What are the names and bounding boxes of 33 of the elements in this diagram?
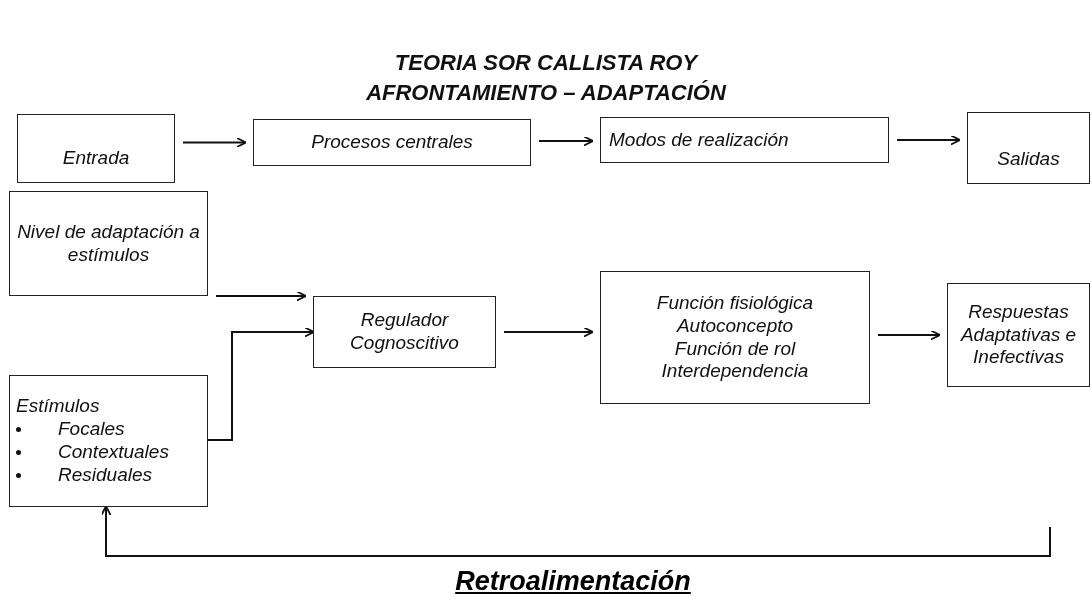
arrow	[182, 137, 247, 148]
arrow	[538, 135, 594, 147]
process-box	[9, 375, 208, 507]
arrow	[503, 326, 594, 338]
box-text: Autoconcepto	[676, 314, 794, 338]
box-text: Modos de realización	[609, 128, 789, 152]
box-text: Función fisiológica	[656, 291, 814, 315]
box-text: Procesos centrales	[311, 131, 473, 154]
process-box	[967, 112, 1090, 184]
process-box	[600, 117, 889, 163]
diagram-title: TEORIA SOR CALLISTA ROY AFRONTAMIENTO – ADAPTACIÓN	[365, 49, 728, 107]
arrow	[215, 290, 307, 302]
box-text: Entrada	[62, 147, 130, 170]
list-item: Focales	[20, 418, 125, 441]
arrow	[877, 329, 941, 341]
process-box	[600, 271, 870, 404]
process-box	[17, 114, 175, 183]
box-text: Nivel de adaptación a estímulos	[16, 220, 201, 267]
box-text: Respuestas Adaptativas e Inefectivas	[959, 300, 1078, 370]
box-text: Salidas	[997, 148, 1060, 171]
arrow	[896, 134, 961, 146]
process-box	[9, 191, 208, 296]
process-box	[253, 119, 531, 166]
list-item: Residuales	[20, 463, 152, 487]
process-box	[313, 296, 496, 368]
arrow	[207, 326, 315, 441]
list-item: Contextuales	[20, 441, 169, 464]
box-text: Regulador Cognoscitivo	[349, 309, 460, 355]
box-text: Interdependencia	[661, 360, 809, 384]
box-text: Función de rol	[674, 337, 796, 361]
process-box	[947, 283, 1090, 387]
list-heading: Estímulos	[15, 395, 100, 419]
feedback-arrow	[100, 505, 1051, 557]
